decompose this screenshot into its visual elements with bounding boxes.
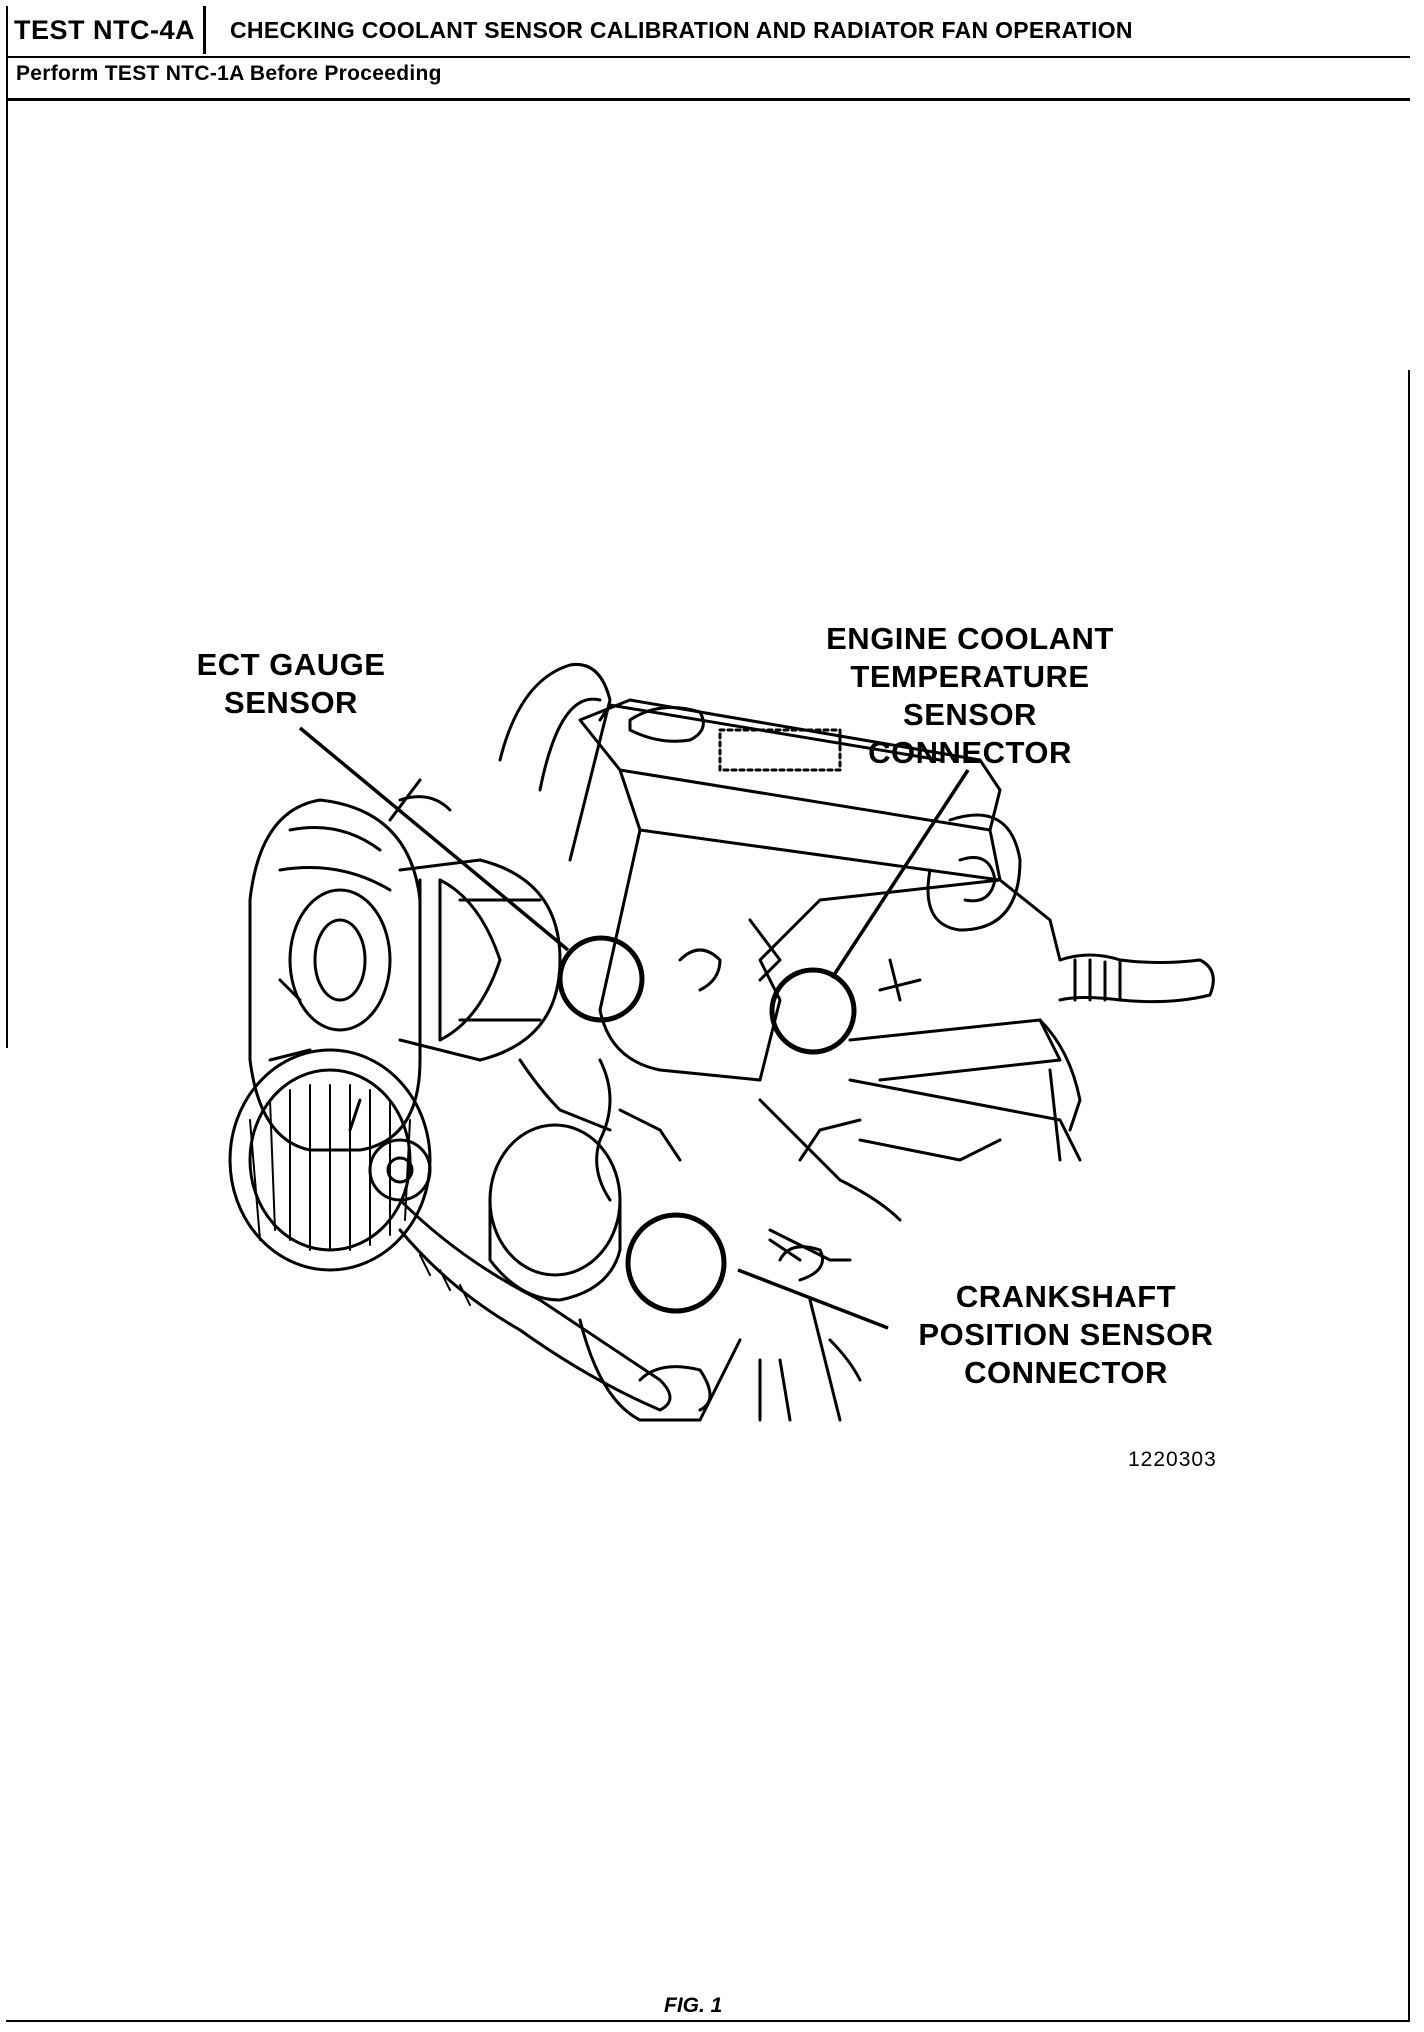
callout-line: CONNECTOR: [868, 735, 1072, 770]
figure-id: 1220303: [1128, 1448, 1217, 1471]
ect-gauge-sensor-label: ECT GAUGE SENSOR: [172, 646, 410, 722]
page-frame-right: [1408, 370, 1410, 2020]
callout-line: TEMPERATURE: [850, 659, 1090, 694]
crankshaft-position-sensor-connector-label: CRANKSHAFT POSITION SENSOR CONNECTOR: [886, 1278, 1246, 1392]
test-title: CHECKING COOLANT SENSOR CALIBRATION AND …: [230, 16, 1133, 43]
test-header: TEST NTC-4A CHECKING COOLANT SENSOR CALI…: [6, 6, 1410, 54]
prerequisite-note: Perform TEST NTC-1A Before Proceeding: [16, 62, 442, 85]
page-frame-bottom: [6, 2020, 1410, 2022]
test-id: TEST NTC-4A: [6, 6, 206, 54]
callout-line: CRANKSHAFT: [955, 1279, 1177, 1314]
engine-coolant-temperature-sensor-connector-label: ENGINE COOLANT TEMPERATURE SENSOR CONNEC…: [800, 620, 1140, 772]
callout-line: CONNECTOR: [964, 1355, 1168, 1390]
callout-line: SENSOR: [903, 697, 1037, 732]
callout-line: SENSOR: [224, 685, 358, 720]
callout-line: ENGINE COOLANT: [826, 621, 1114, 656]
header-rule: [6, 56, 1410, 58]
subheader-rule: [6, 98, 1410, 101]
callout-line: ECT GAUGE: [196, 647, 386, 682]
figure-caption: FIG. 1: [664, 1994, 723, 2017]
page-frame-left: [6, 6, 8, 1048]
callout-line: POSITION SENSOR: [918, 1317, 1214, 1352]
